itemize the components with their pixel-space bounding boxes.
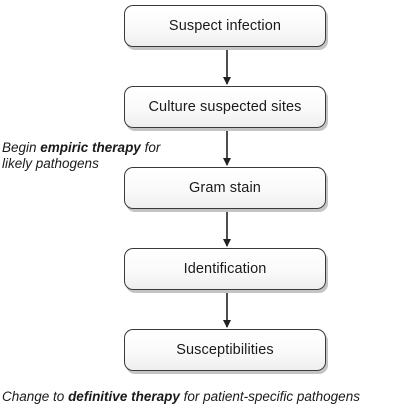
step-suspect-infection: Suspect infection bbox=[124, 5, 326, 47]
step-label: Culture suspected sites bbox=[148, 99, 302, 115]
step-label: Gram stain bbox=[189, 180, 261, 196]
definitive-note-emphasis: definitive therapy bbox=[68, 389, 180, 404]
empiric-note-prefix: Begin bbox=[2, 140, 41, 155]
step-culture-suspected-sites: Culture suspected sites bbox=[124, 86, 326, 128]
step-label: Susceptibilities bbox=[176, 342, 274, 358]
definitive-therapy-note: Change to definitive therapy for patient… bbox=[2, 389, 360, 405]
definitive-note-suffix: for patient-specific pathogens bbox=[179, 389, 360, 404]
step-label: Suspect infection bbox=[168, 18, 282, 34]
empiric-note-line-2: likely pathogens bbox=[2, 156, 99, 171]
empiric-note-suffix: for bbox=[140, 140, 161, 155]
step-label: Identification bbox=[183, 261, 267, 277]
step-gram-stain: Gram stain bbox=[124, 167, 326, 209]
empiric-note-line-1: Begin empiric therapy for bbox=[2, 140, 160, 156]
empiric-therapy-note: Begin empiric therapy for likely pathoge… bbox=[2, 140, 160, 172]
definitive-note-prefix: Change to bbox=[2, 389, 69, 404]
empiric-note-emphasis: empiric therapy bbox=[40, 140, 141, 155]
step-identification: Identification bbox=[124, 248, 326, 290]
step-susceptibilities: Susceptibilities bbox=[124, 329, 326, 371]
